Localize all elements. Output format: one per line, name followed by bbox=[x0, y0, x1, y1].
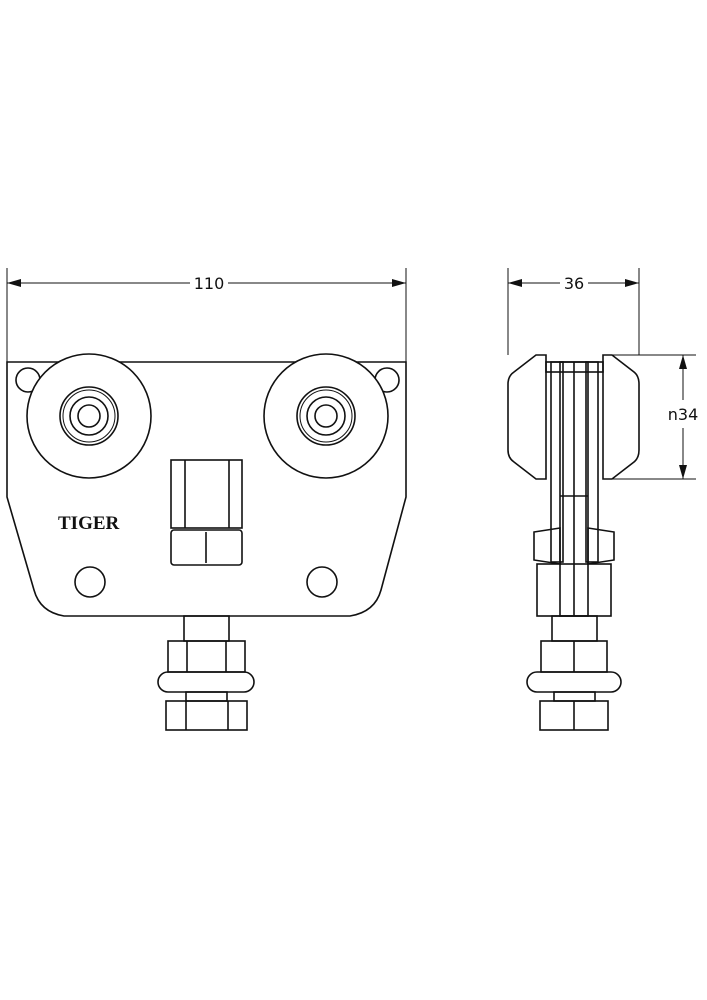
side-view: 36 n34 bbox=[507, 268, 699, 731]
dimension-110: 110 bbox=[6, 268, 407, 362]
brand-logo: TIGER bbox=[58, 513, 120, 534]
bottom-hole bbox=[306, 566, 338, 598]
right-wheel-side bbox=[602, 354, 640, 480]
plate-side bbox=[550, 361, 564, 563]
left-wheel-side bbox=[507, 354, 547, 480]
center-bolt bbox=[157, 459, 255, 731]
bottom-hole bbox=[74, 566, 106, 598]
mounting-plate bbox=[6, 361, 407, 617]
dimension-36-label: 36 bbox=[564, 274, 584, 293]
dimension-110-label: 110 bbox=[194, 274, 225, 293]
right-wheel bbox=[263, 353, 389, 479]
front-view: 110 TIGER bbox=[6, 268, 407, 731]
dimension-n34: n34 bbox=[612, 354, 699, 480]
dimension-36: 36 bbox=[507, 268, 640, 355]
left-wheel bbox=[26, 353, 152, 479]
dimension-n34-label: n34 bbox=[668, 405, 699, 424]
